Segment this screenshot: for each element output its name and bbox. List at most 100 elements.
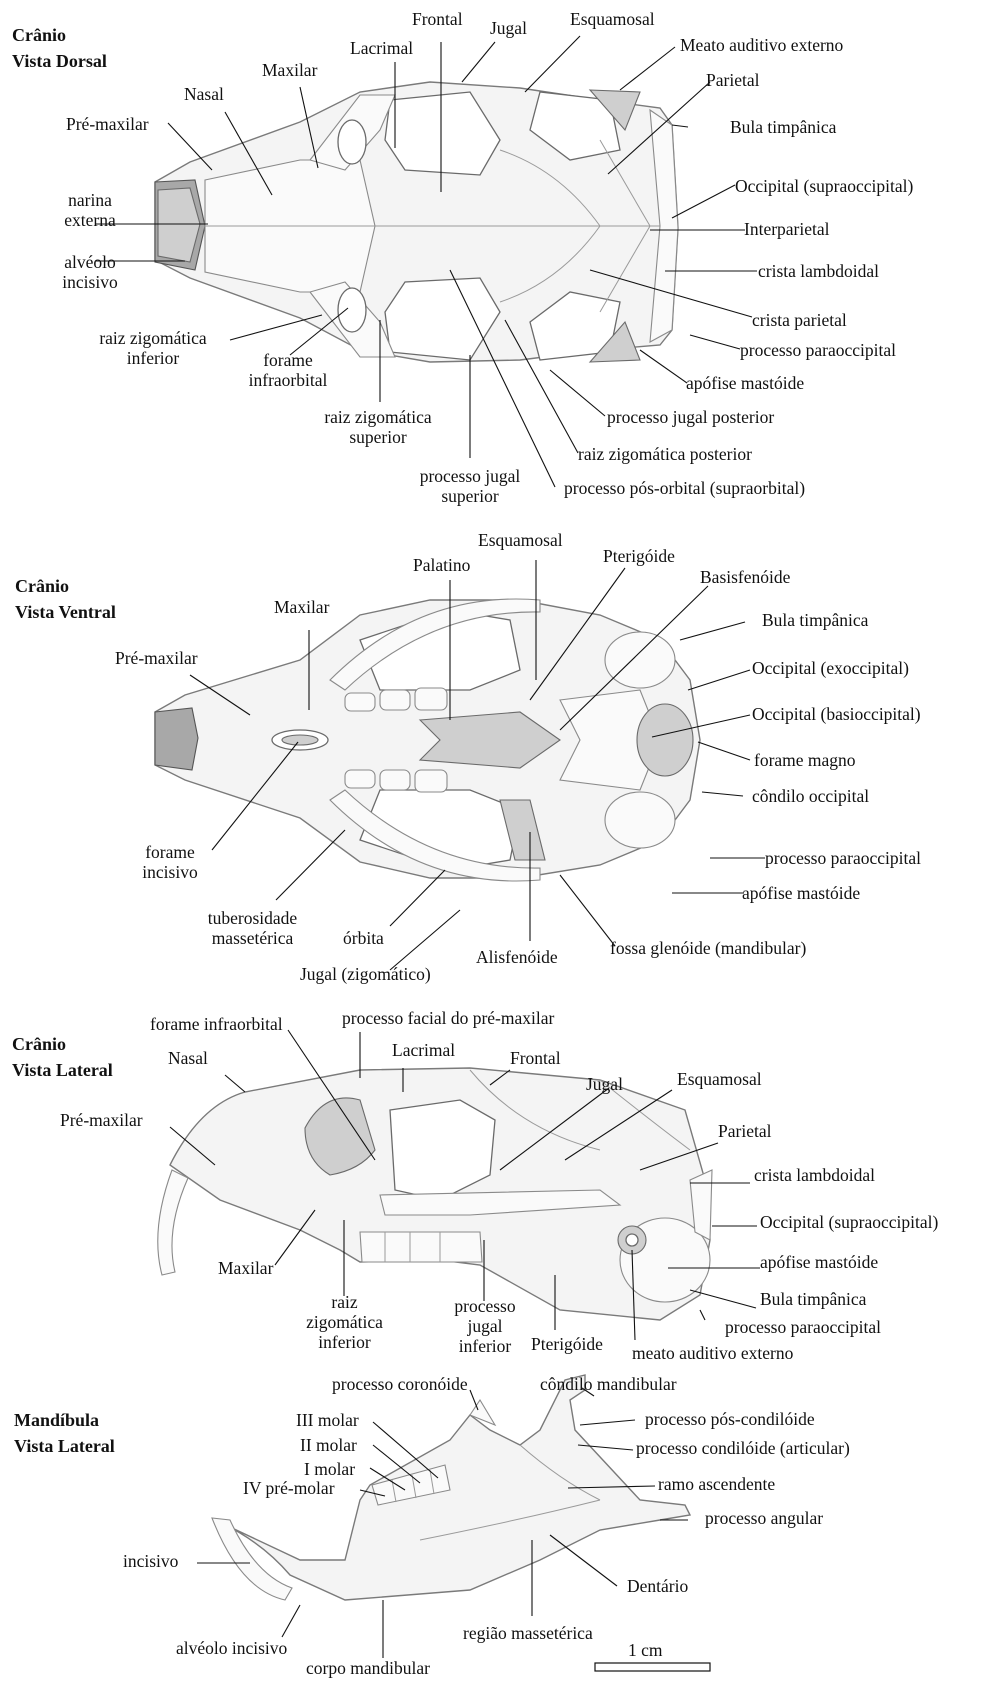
label-mandible-iv-pre-molar: IV pré-molar [243, 1478, 335, 1498]
mandible-title-line1: Mandíbula [14, 1407, 115, 1433]
label-interparietal: Interparietal [744, 219, 830, 239]
label-ventral-palatino: Palatino [413, 555, 470, 575]
label-ventral-condilo-occipital: côndilo occipital [752, 786, 869, 806]
label-crista-parietal: crista parietal [752, 310, 847, 330]
label-mandible-alveolo-incisivo: alvéolo incisivo [176, 1638, 287, 1658]
mandible-drawing [212, 1375, 710, 1671]
label-lateral-processo-jugal-line1: processo [430, 1296, 540, 1316]
label-lateral-raiz-line2: zigomática [282, 1312, 407, 1332]
label-lateral-bula-timpanica: Bula timpânica [760, 1289, 866, 1309]
label-apofise-mastoide: apófise mastóide [686, 373, 804, 393]
label-bula-timpanica: Bula timpânica [730, 117, 836, 137]
label-ventral-tuberosidade-line1: tuberosidade [190, 908, 315, 928]
label-mandible-iii-molar: III molar [296, 1410, 359, 1430]
label-mandible-condilo-mandibular: côndilo mandibular [540, 1374, 677, 1394]
dorsal-title: Crânio Vista Dorsal [12, 22, 107, 74]
label-lateral-pre-maxilar: Pré-maxilar [60, 1110, 143, 1130]
label-mandible-dentario: Dentário [627, 1576, 688, 1596]
label-ventral-maxilar: Maxilar [274, 597, 329, 617]
label-lateral-nasal: Nasal [168, 1048, 208, 1068]
label-alveolo-line2: incisivo [44, 272, 136, 292]
label-ventral-processo-paraoccipital: processo paraoccipital [765, 848, 921, 868]
label-mandible-processo-pos-condiloide: processo pós-condilóide [645, 1409, 815, 1429]
label-ventral-esquamosal: Esquamosal [478, 530, 563, 550]
label-raiz-zigomatica-inferior: raiz zigomática inferior [78, 328, 228, 368]
label-ventral-fossa-glenoide: fossa glenóide (mandibular) [610, 938, 806, 958]
label-ventral-forame-incisivo: forame incisivo [125, 842, 215, 882]
label-lacrimal: Lacrimal [350, 38, 413, 58]
label-mandible-corpo-mandibular: corpo mandibular [306, 1658, 430, 1678]
label-ventral-orbita: órbita [343, 928, 384, 948]
label-lateral-jugal: Jugal [586, 1074, 623, 1094]
label-ventral-tuberosidade-line2: massetérica [190, 928, 315, 948]
lateral-skull-drawing [158, 1068, 712, 1320]
label-forame-line2: infraorbital [228, 370, 348, 390]
label-mandible-ii-molar: II molar [300, 1435, 357, 1455]
label-processo-jugal-posterior: processo jugal posterior [607, 407, 774, 427]
label-lateral-processo-jugal-line2: jugal [430, 1316, 540, 1336]
label-meato-auditivo-externo: Meato auditivo externo [680, 35, 843, 55]
label-ventral-tuberosidade-masseterica: tuberosidade massetérica [190, 908, 315, 948]
label-mandible-processo-condiloide: processo condilóide (articular) [636, 1438, 850, 1458]
label-ventral-forame-inc-line1: forame [125, 842, 215, 862]
lateral-title: Crânio Vista Lateral [12, 1031, 113, 1083]
label-forame-infraorbital: forame infraorbital [228, 350, 348, 390]
label-narina-externa: narina externa [44, 190, 136, 230]
label-lateral-apofise-mastoide: apófise mastóide [760, 1252, 878, 1272]
label-processo-jugal-sup-line2: superior [395, 486, 545, 506]
ventral-title-line2: Vista Ventral [15, 599, 116, 625]
label-raiz-inf-line2: inferior [78, 348, 228, 368]
label-raiz-sup-line1: raiz zigomática [303, 407, 453, 427]
dorsal-title-line1: Crânio [12, 22, 107, 48]
lateral-title-line2: Vista Lateral [12, 1057, 113, 1083]
label-lateral-pterigoide: Pterigóide [531, 1334, 603, 1354]
label-jugal: Jugal [490, 18, 527, 38]
mandible-title-line2: Vista Lateral [14, 1433, 115, 1459]
label-lateral-raiz-line1: raiz [282, 1292, 407, 1312]
label-raiz-zigomatica-superior: raiz zigomática superior [303, 407, 453, 447]
label-nasal: Nasal [184, 84, 224, 104]
label-lateral-lacrimal: Lacrimal [392, 1040, 455, 1060]
label-lateral-meato-auditivo-externo: meato auditivo externo [632, 1343, 793, 1363]
label-mandible-processo-angular: processo angular [705, 1508, 823, 1528]
label-lateral-forame-infraorbital: forame infraorbital [150, 1014, 283, 1034]
ventral-skull-drawing [155, 599, 700, 881]
label-lateral-raiz-line3: inferior [282, 1332, 407, 1352]
label-ventral-occipital-basioccipital: Occipital (basioccipital) [752, 704, 921, 724]
label-ventral-forame-inc-line2: incisivo [125, 862, 215, 882]
label-ventral-apofise-mastoide: apófise mastóide [742, 883, 860, 903]
ventral-title-line1: Crânio [15, 573, 116, 599]
dorsal-skull-drawing [155, 82, 678, 362]
label-lateral-esquamosal: Esquamosal [677, 1069, 762, 1089]
label-mandible-incisivo: incisivo [123, 1551, 178, 1571]
label-alveolo-line1: alvéolo [44, 252, 136, 272]
label-ventral-occipital-exoccipital: Occipital (exoccipital) [752, 658, 909, 678]
label-raiz-zigomatica-posterior: raiz zigomática posterior [578, 444, 752, 464]
label-lateral-processo-jugal-inferior: processo jugal inferior [430, 1296, 540, 1356]
label-raiz-inf-line1: raiz zigomática [78, 328, 228, 348]
label-maxilar: Maxilar [262, 60, 317, 80]
label-lateral-processo-paraoccipital: processo paraoccipital [725, 1317, 881, 1337]
label-ventral-pterigoide: Pterigóide [603, 546, 675, 566]
label-lateral-processo-facial: processo facial do pré-maxilar [342, 1008, 554, 1028]
label-lateral-raiz-zigomatica-inferior: raiz zigomática inferior [282, 1292, 407, 1352]
label-forame-line1: forame [228, 350, 348, 370]
label-ventral-pre-maxilar: Pré-maxilar [115, 648, 198, 668]
label-frontal: Frontal [412, 9, 463, 29]
label-ventral-alisfenoide: Alisfenóide [476, 947, 558, 967]
label-lateral-frontal: Frontal [510, 1048, 561, 1068]
label-processo-jugal-superior: processo jugal superior [395, 466, 545, 506]
label-mandible-i-molar: I molar [304, 1459, 355, 1479]
label-crista-lambdoidal: crista lambdoidal [758, 261, 879, 281]
mandible-title: Mandíbula Vista Lateral [14, 1407, 115, 1459]
label-ventral-forame-magno: forame magno [754, 750, 856, 770]
label-alveolo-incisivo: alvéolo incisivo [44, 252, 136, 292]
label-raiz-sup-line2: superior [303, 427, 453, 447]
label-ventral-bula-timpanica: Bula timpânica [762, 610, 868, 630]
label-occipital-supraoccipital: Occipital (supraoccipital) [735, 176, 913, 196]
label-lateral-processo-jugal-line3: inferior [430, 1336, 540, 1356]
label-mandible-ramo-ascendente: ramo ascendente [658, 1474, 775, 1494]
scale-bar-label: 1 cm [628, 1640, 663, 1660]
lateral-title-line1: Crânio [12, 1031, 113, 1057]
label-lateral-parietal: Parietal [718, 1121, 771, 1141]
